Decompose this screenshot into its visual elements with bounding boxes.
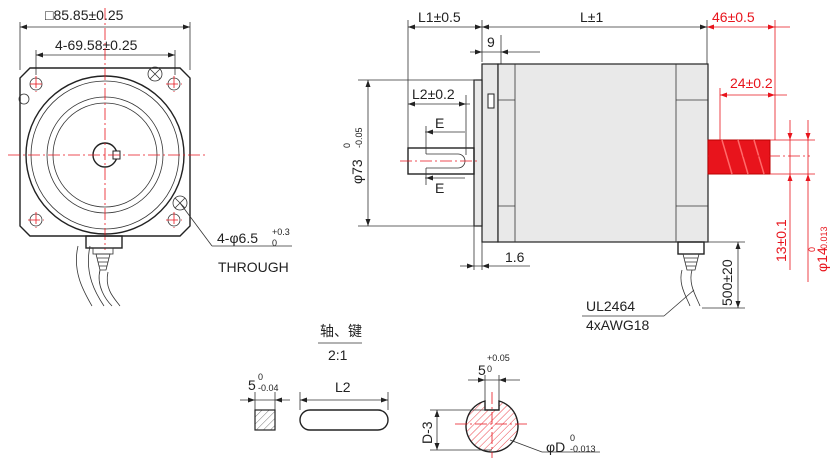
rear-shaft-tol-lower: -0.013 <box>819 226 829 252</box>
side-view: L1±0.5 L±1 9 46±0.5 L2±0.2 <box>342 9 830 333</box>
slot-width-label: 5 <box>478 362 486 378</box>
l-dim-label: L±1 <box>580 9 603 25</box>
flange-thk-label: 1.6 <box>505 249 525 265</box>
e-top-label: E <box>435 115 444 131</box>
rear-length-label: 46±0.5 <box>712 9 755 25</box>
shaft-key-detail: 轴、键 2:1 5 0 -0.04 L2 5 +0.05 0 <box>240 323 600 458</box>
e-bottom-label: E <box>435 180 444 196</box>
pilot-tol-lower: -0.05 <box>354 127 364 148</box>
lead-len-label: 500±20 <box>719 259 735 306</box>
motor-body <box>497 63 709 243</box>
square-dim-label: □85.85±0.25 <box>45 7 124 23</box>
front-flange <box>481 63 499 243</box>
rear-key-depth-label: 13±0.1 <box>773 219 789 262</box>
detail-title: 轴、键 <box>320 323 362 339</box>
pilot-tol-upper: 0 <box>342 143 352 148</box>
rear-shaft-dia-label: φ14 <box>814 247 830 272</box>
key-width-tol-lower: -0.04 <box>258 383 279 393</box>
shaft-section <box>465 400 519 453</box>
hole-tol-lower: 0 <box>272 238 277 248</box>
motor-flange-square <box>19 67 191 237</box>
cable-gland-front <box>76 235 123 307</box>
key-section <box>254 409 276 431</box>
rear-key-len-label: 24±0.2 <box>730 75 773 91</box>
key-plan <box>299 409 389 431</box>
through-label: THROUGH <box>218 259 289 275</box>
nine-dim-label: 9 <box>487 34 495 50</box>
key-width-tol-upper: 0 <box>258 372 263 382</box>
hole-tol-upper: +0.3 <box>272 227 290 237</box>
key-width-label: 5 <box>248 377 256 393</box>
slot-tol-lower: 0 <box>487 364 492 374</box>
rear-shaft-tol-upper: 0 <box>807 247 817 252</box>
flat-depth-label: D-3 <box>419 421 435 444</box>
hole-label: 4-φ6.5 <box>217 230 258 246</box>
shaft-tol-lower: -0.013 <box>570 444 596 454</box>
cable-gland-side <box>677 241 705 307</box>
cable-type-label: UL2464 <box>586 298 635 314</box>
front-view: □85.85±0.25 4-69.58±0.25 <box>8 7 292 307</box>
shaft-dia-label: φD <box>546 439 565 455</box>
key-len-label: L2 <box>335 379 351 395</box>
l2-dim-label: L2±0.2 <box>412 86 455 102</box>
slot-tol-upper: +0.05 <box>487 353 510 363</box>
bolt-spacing-label: 4-69.58±0.25 <box>55 37 138 53</box>
shaft-tol-upper: 0 <box>570 433 575 443</box>
l1-dim-label: L1±0.5 <box>418 9 461 25</box>
pilot-dia-label: φ73 <box>349 159 365 184</box>
cable-gauge-label: 4xAWG18 <box>586 317 649 333</box>
detail-scale: 2:1 <box>328 347 348 363</box>
